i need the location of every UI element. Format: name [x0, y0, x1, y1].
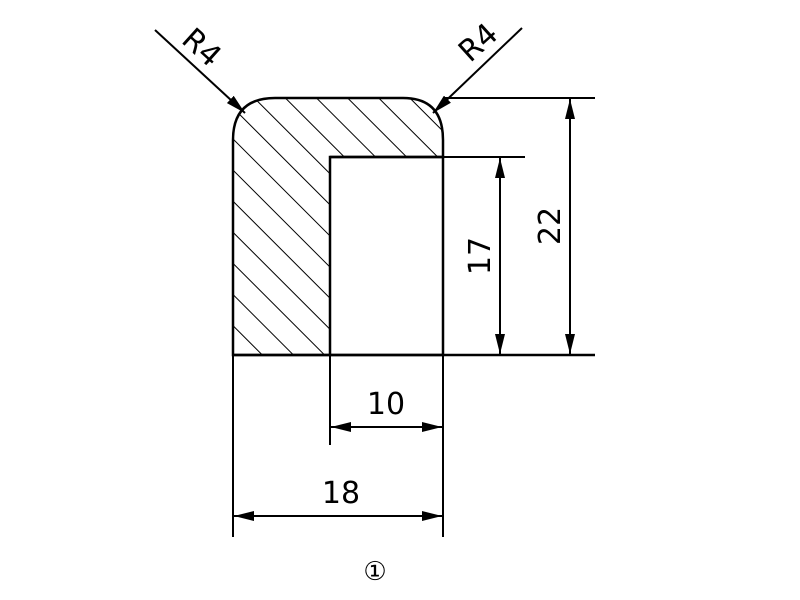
radius-label-left: R4 [175, 22, 228, 75]
radius-label-right: R4 [452, 17, 505, 70]
dimension-label-17: 17 [463, 237, 498, 275]
radius-leader-right [432, 27, 523, 114]
radius-leader-left [154, 29, 246, 114]
inner-opening-outline [330, 155, 445, 357]
dimension-label-10: 10 [367, 387, 405, 422]
dimension-label-22: 22 [533, 207, 568, 245]
dimension-label-18: 18 [322, 476, 360, 511]
figure-index-label: ① [363, 557, 386, 587]
section-profile [231, 96, 445, 357]
